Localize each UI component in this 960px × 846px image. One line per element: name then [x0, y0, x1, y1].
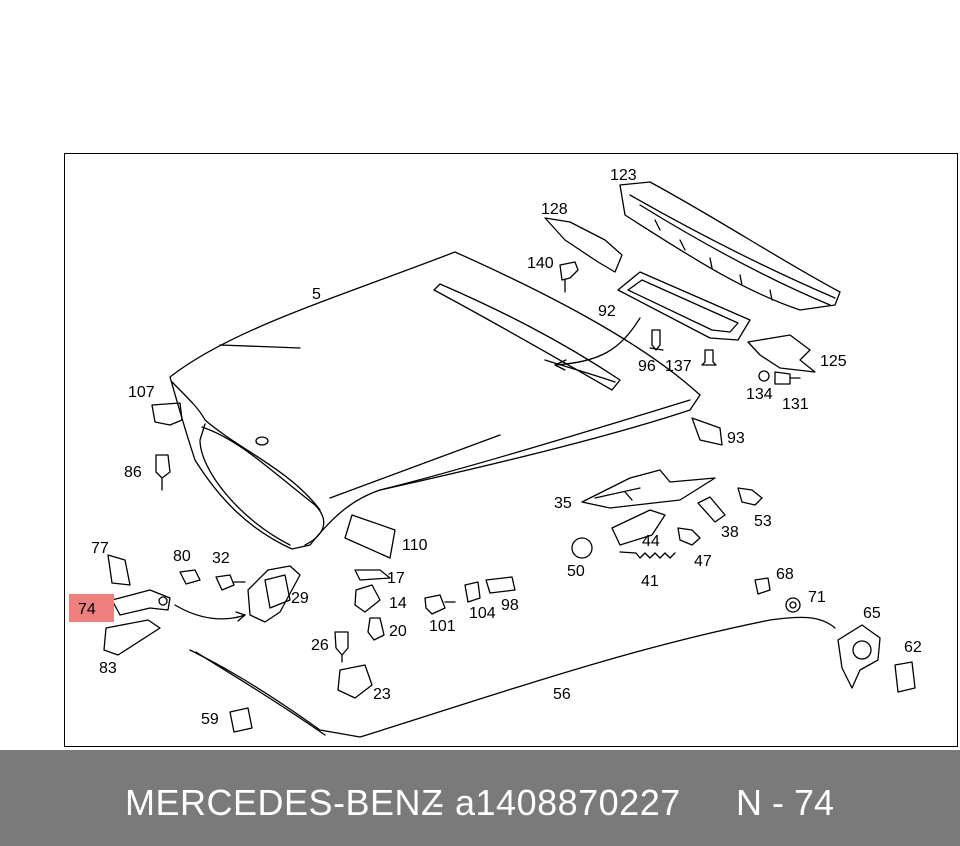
part-125 [747, 334, 816, 373]
callout-35: 35 [554, 495, 572, 512]
part-38 [697, 496, 726, 523]
hood-panel [169, 251, 701, 550]
callout-41: 41 [641, 573, 659, 590]
callout-59: 59 [201, 711, 219, 728]
callout-98: 98 [501, 597, 519, 614]
callout-134: 134 [746, 386, 773, 403]
callout-68: 68 [776, 566, 794, 583]
part-29 [247, 565, 301, 623]
callout-32: 32 [212, 550, 230, 567]
part-134 [758, 370, 770, 382]
callout-92: 92 [598, 303, 616, 320]
part-26 [334, 631, 349, 663]
part-62 [894, 661, 916, 693]
callout-110: 110 [402, 537, 428, 554]
callout-77: 77 [91, 540, 109, 557]
diagram-frame [64, 153, 958, 747]
part-41 [619, 551, 676, 559]
part-20 [367, 617, 385, 641]
callout-38: 38 [721, 524, 739, 541]
part-104 [464, 581, 481, 603]
part-74 [111, 589, 171, 616]
part-44 [611, 509, 666, 546]
part-68 [754, 577, 771, 595]
callout-56: 56 [553, 686, 571, 703]
part-47 [677, 527, 701, 546]
parts-diagram: 123 128 140 92 5 96 137 125 134 131 107 … [64, 153, 958, 747]
part-101 [424, 594, 456, 615]
part-number: a1408870227 [455, 782, 681, 823]
footer-bar [0, 750, 960, 846]
part-98 [485, 576, 516, 594]
part-65 [837, 624, 881, 689]
callout-62: 62 [904, 639, 922, 656]
callout-65: 65 [863, 605, 881, 622]
callout-29: 29 [291, 590, 309, 607]
part-83 [103, 619, 161, 656]
callout-101: 101 [429, 618, 456, 635]
part-23 [337, 664, 373, 699]
part-32 [215, 574, 246, 591]
callout-14: 14 [389, 595, 407, 612]
part-93 [691, 417, 723, 446]
callout-96: 96 [638, 358, 656, 375]
part-35 [581, 469, 716, 509]
callout-93: 93 [727, 430, 745, 447]
part-110 [344, 514, 396, 559]
callout-83: 83 [99, 660, 117, 677]
callout-137: 137 [665, 358, 692, 375]
callout-71: 71 [808, 589, 826, 606]
callout-20: 20 [389, 623, 407, 640]
part-53 [737, 487, 763, 506]
part-86 [155, 454, 171, 491]
footer-separator: - [432, 782, 444, 823]
callout-86: 86 [124, 464, 142, 481]
part-96 [649, 329, 664, 351]
callout-47: 47 [694, 553, 712, 570]
callout-80: 80 [173, 548, 191, 565]
callout-23: 23 [373, 686, 391, 703]
callout-labels: 123 128 140 92 5 96 137 125 134 131 107 … [78, 167, 922, 728]
part-50 [571, 537, 593, 559]
callout-131: 131 [782, 396, 809, 413]
callout-44: 44 [642, 533, 660, 550]
part-77 [107, 554, 131, 586]
part-131 [774, 371, 801, 385]
callout-17: 17 [387, 570, 405, 587]
callout-107: 107 [128, 384, 155, 401]
callout-74-highlighted: 74 [78, 601, 96, 618]
callout-140: 140 [527, 255, 554, 272]
part-137 [701, 349, 717, 366]
part-128 [544, 217, 623, 273]
diagram-reference: N - 74 [736, 782, 835, 823]
part-107 [151, 402, 183, 426]
callout-104: 104 [469, 605, 496, 622]
part-59 [229, 707, 253, 733]
part-14 [354, 584, 381, 613]
callout-50: 50 [567, 563, 585, 580]
part-71 [785, 597, 801, 613]
callout-123: 123 [610, 167, 637, 184]
callout-125: 125 [820, 353, 847, 370]
hood-parts-drawing: 123 128 140 92 5 96 137 125 134 131 107 … [69, 167, 922, 738]
callout-26: 26 [311, 637, 329, 654]
part-80 [179, 569, 201, 585]
part-140 [559, 261, 579, 293]
brand-name: MERCEDES-BENZ [125, 782, 444, 823]
part-17 [354, 569, 391, 581]
part-92 [617, 271, 751, 341]
part-123 [619, 181, 841, 311]
part-56 [189, 616, 836, 738]
highlight-box [69, 594, 114, 622]
callout-53: 53 [754, 513, 772, 530]
callout-128: 128 [541, 201, 568, 218]
callout-5: 5 [312, 286, 321, 303]
